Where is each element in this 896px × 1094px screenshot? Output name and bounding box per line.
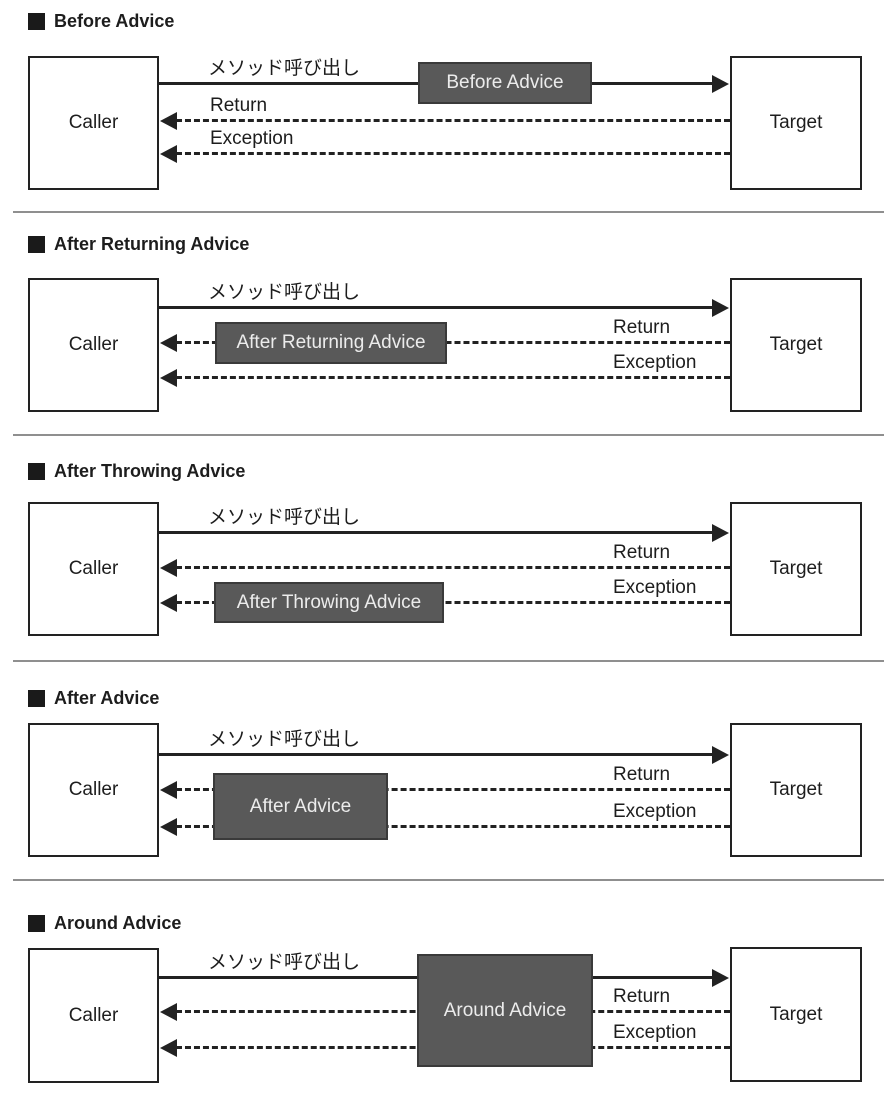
arrowhead-left-icon	[160, 1039, 177, 1057]
caller-box: Caller	[28, 278, 159, 412]
caller-label: Caller	[68, 558, 119, 579]
target-box: Target	[730, 56, 862, 190]
return-line	[176, 566, 730, 569]
method-call-line	[159, 306, 714, 309]
target-box: Target	[730, 278, 862, 412]
exception-line	[176, 152, 730, 155]
arrowhead-left-icon	[160, 781, 177, 799]
caller-box: Caller	[28, 948, 159, 1083]
exception-label: Exception	[613, 577, 697, 598]
exception-line	[176, 825, 730, 828]
target-label: Target	[769, 779, 823, 800]
section-title: Before Advice	[54, 11, 175, 31]
caller-label: Caller	[68, 779, 119, 800]
return-label: Return	[613, 764, 671, 785]
target-label: Target	[769, 334, 823, 355]
arrowhead-right-icon	[712, 299, 729, 317]
target-box: Target	[730, 502, 862, 636]
method-call-label: メソッド呼び出し	[208, 282, 361, 303]
method-call-label: メソッド呼び出し	[208, 952, 361, 973]
return-line	[176, 119, 730, 122]
section-title: After Advice	[54, 688, 160, 708]
exception-label: Exception	[613, 801, 697, 822]
caller-label: Caller	[68, 1004, 119, 1026]
caller-box: Caller	[28, 56, 159, 190]
advice-box-after-returning: After Returning Advice	[215, 322, 447, 364]
caller-box: Caller	[28, 502, 159, 636]
arrowhead-left-icon	[160, 369, 177, 387]
return-label: Return	[613, 542, 671, 563]
exception-line	[176, 376, 730, 379]
caller-label: Caller	[68, 112, 119, 133]
section-header-around-advice: Around Advice	[28, 913, 181, 934]
exception-label: Exception	[210, 128, 294, 149]
return-line	[176, 788, 730, 791]
section-divider	[13, 660, 884, 662]
advice-box-before: Before Advice	[418, 62, 592, 104]
arrowhead-left-icon	[160, 334, 177, 352]
return-label: Return	[613, 986, 671, 1007]
section-title: Around Advice	[54, 913, 182, 933]
exception-label: Exception	[613, 352, 697, 373]
section-divider	[13, 434, 884, 436]
target-label: Target	[769, 558, 823, 579]
arrowhead-left-icon	[160, 112, 177, 130]
advice-box-after: After Advice	[213, 773, 388, 840]
arrowhead-left-icon	[160, 1003, 177, 1021]
section-header-after-advice: After Advice	[28, 688, 159, 709]
method-call-label: メソッド呼び出し	[208, 507, 361, 528]
section-divider	[13, 211, 884, 213]
advice-box-around: Around Advice	[417, 954, 593, 1067]
caller-box: Caller	[28, 723, 159, 857]
arrowhead-right-icon	[712, 746, 729, 764]
arrowhead-right-icon	[712, 969, 729, 987]
section-header-after-returning: After Returning Advice	[28, 234, 249, 255]
method-call-label: メソッド呼び出し	[208, 58, 361, 79]
arrowhead-left-icon	[160, 559, 177, 577]
return-line	[176, 341, 730, 344]
section-divider	[13, 879, 884, 881]
arrowhead-right-icon	[712, 524, 729, 542]
arrowhead-left-icon	[160, 818, 177, 836]
square-bullet-icon	[28, 915, 45, 932]
target-box: Target	[730, 723, 862, 857]
return-label: Return	[210, 95, 268, 116]
advice-box-after-throwing: After Throwing Advice	[214, 582, 444, 623]
square-bullet-icon	[28, 463, 45, 480]
square-bullet-icon	[28, 236, 45, 253]
target-label: Target	[769, 112, 823, 133]
method-call-line	[159, 753, 714, 756]
caller-label: Caller	[68, 334, 119, 355]
section-header-before-advice: Before Advice	[28, 11, 174, 32]
return-label: Return	[613, 317, 671, 338]
arrowhead-left-icon	[160, 594, 177, 612]
section-title: After Throwing Advice	[54, 461, 246, 481]
method-call-label: メソッド呼び出し	[208, 729, 361, 750]
arrowhead-right-icon	[712, 75, 729, 93]
square-bullet-icon	[28, 690, 45, 707]
exception-line	[176, 601, 730, 604]
section-header-after-throwing: After Throwing Advice	[28, 461, 245, 482]
arrowhead-left-icon	[160, 145, 177, 163]
method-call-line	[159, 531, 714, 534]
square-bullet-icon	[28, 13, 45, 30]
target-box: Target	[730, 947, 862, 1082]
section-title: After Returning Advice	[54, 234, 250, 254]
target-label: Target	[769, 1003, 823, 1025]
exception-label: Exception	[613, 1022, 697, 1043]
